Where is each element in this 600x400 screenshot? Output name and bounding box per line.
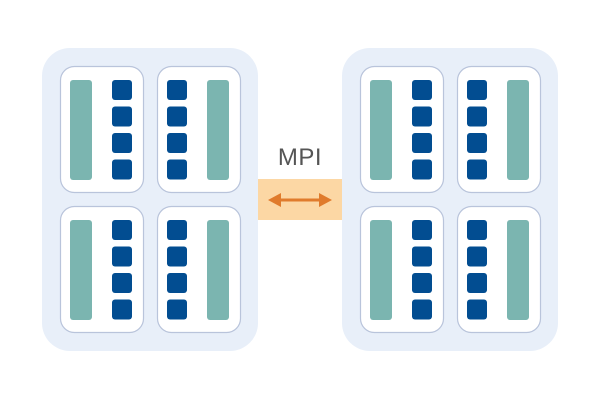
core-block <box>467 220 487 240</box>
memory-bar <box>507 220 529 320</box>
memory-bar <box>70 220 92 320</box>
core-block <box>467 133 487 153</box>
core-block <box>112 273 132 293</box>
core-block <box>467 159 487 180</box>
core-block <box>412 273 432 293</box>
core-block <box>467 106 487 127</box>
core-block <box>467 246 487 267</box>
socket-card <box>456 205 542 334</box>
core-block <box>112 106 132 127</box>
socket-card <box>156 65 242 194</box>
core-block <box>467 273 487 293</box>
core-block <box>167 80 187 100</box>
node-right <box>342 48 558 351</box>
core-block <box>112 299 132 320</box>
socket-card <box>359 205 445 334</box>
memory-bar <box>70 80 92 180</box>
core-block <box>412 159 432 180</box>
core-block <box>112 220 132 240</box>
memory-bar <box>370 80 392 180</box>
core-block <box>112 133 132 153</box>
memory-bar <box>207 80 229 180</box>
mpi-label: MPI <box>278 144 322 171</box>
socket-card <box>156 205 242 334</box>
socket-card <box>456 65 542 194</box>
core-block <box>167 246 187 267</box>
double-arrow-icon <box>268 193 332 207</box>
memory-bar <box>370 220 392 320</box>
core-block <box>412 80 432 100</box>
node-left <box>42 48 258 351</box>
memory-bar <box>507 80 529 180</box>
core-block <box>467 299 487 320</box>
core-block <box>112 246 132 267</box>
core-block <box>167 273 187 293</box>
nodes-layer <box>42 48 558 351</box>
core-block <box>167 159 187 180</box>
core-block <box>412 106 432 127</box>
core-block <box>112 159 132 180</box>
core-block <box>112 80 132 100</box>
socket-card <box>359 65 445 194</box>
core-block <box>167 220 187 240</box>
socket-card <box>59 205 145 334</box>
core-block <box>167 299 187 320</box>
core-block <box>412 299 432 320</box>
memory-bar <box>207 220 229 320</box>
core-block <box>167 106 187 127</box>
core-block <box>412 220 432 240</box>
core-block <box>467 80 487 100</box>
core-block <box>167 133 187 153</box>
core-block <box>412 133 432 153</box>
socket-card <box>59 65 145 194</box>
core-block <box>412 246 432 267</box>
